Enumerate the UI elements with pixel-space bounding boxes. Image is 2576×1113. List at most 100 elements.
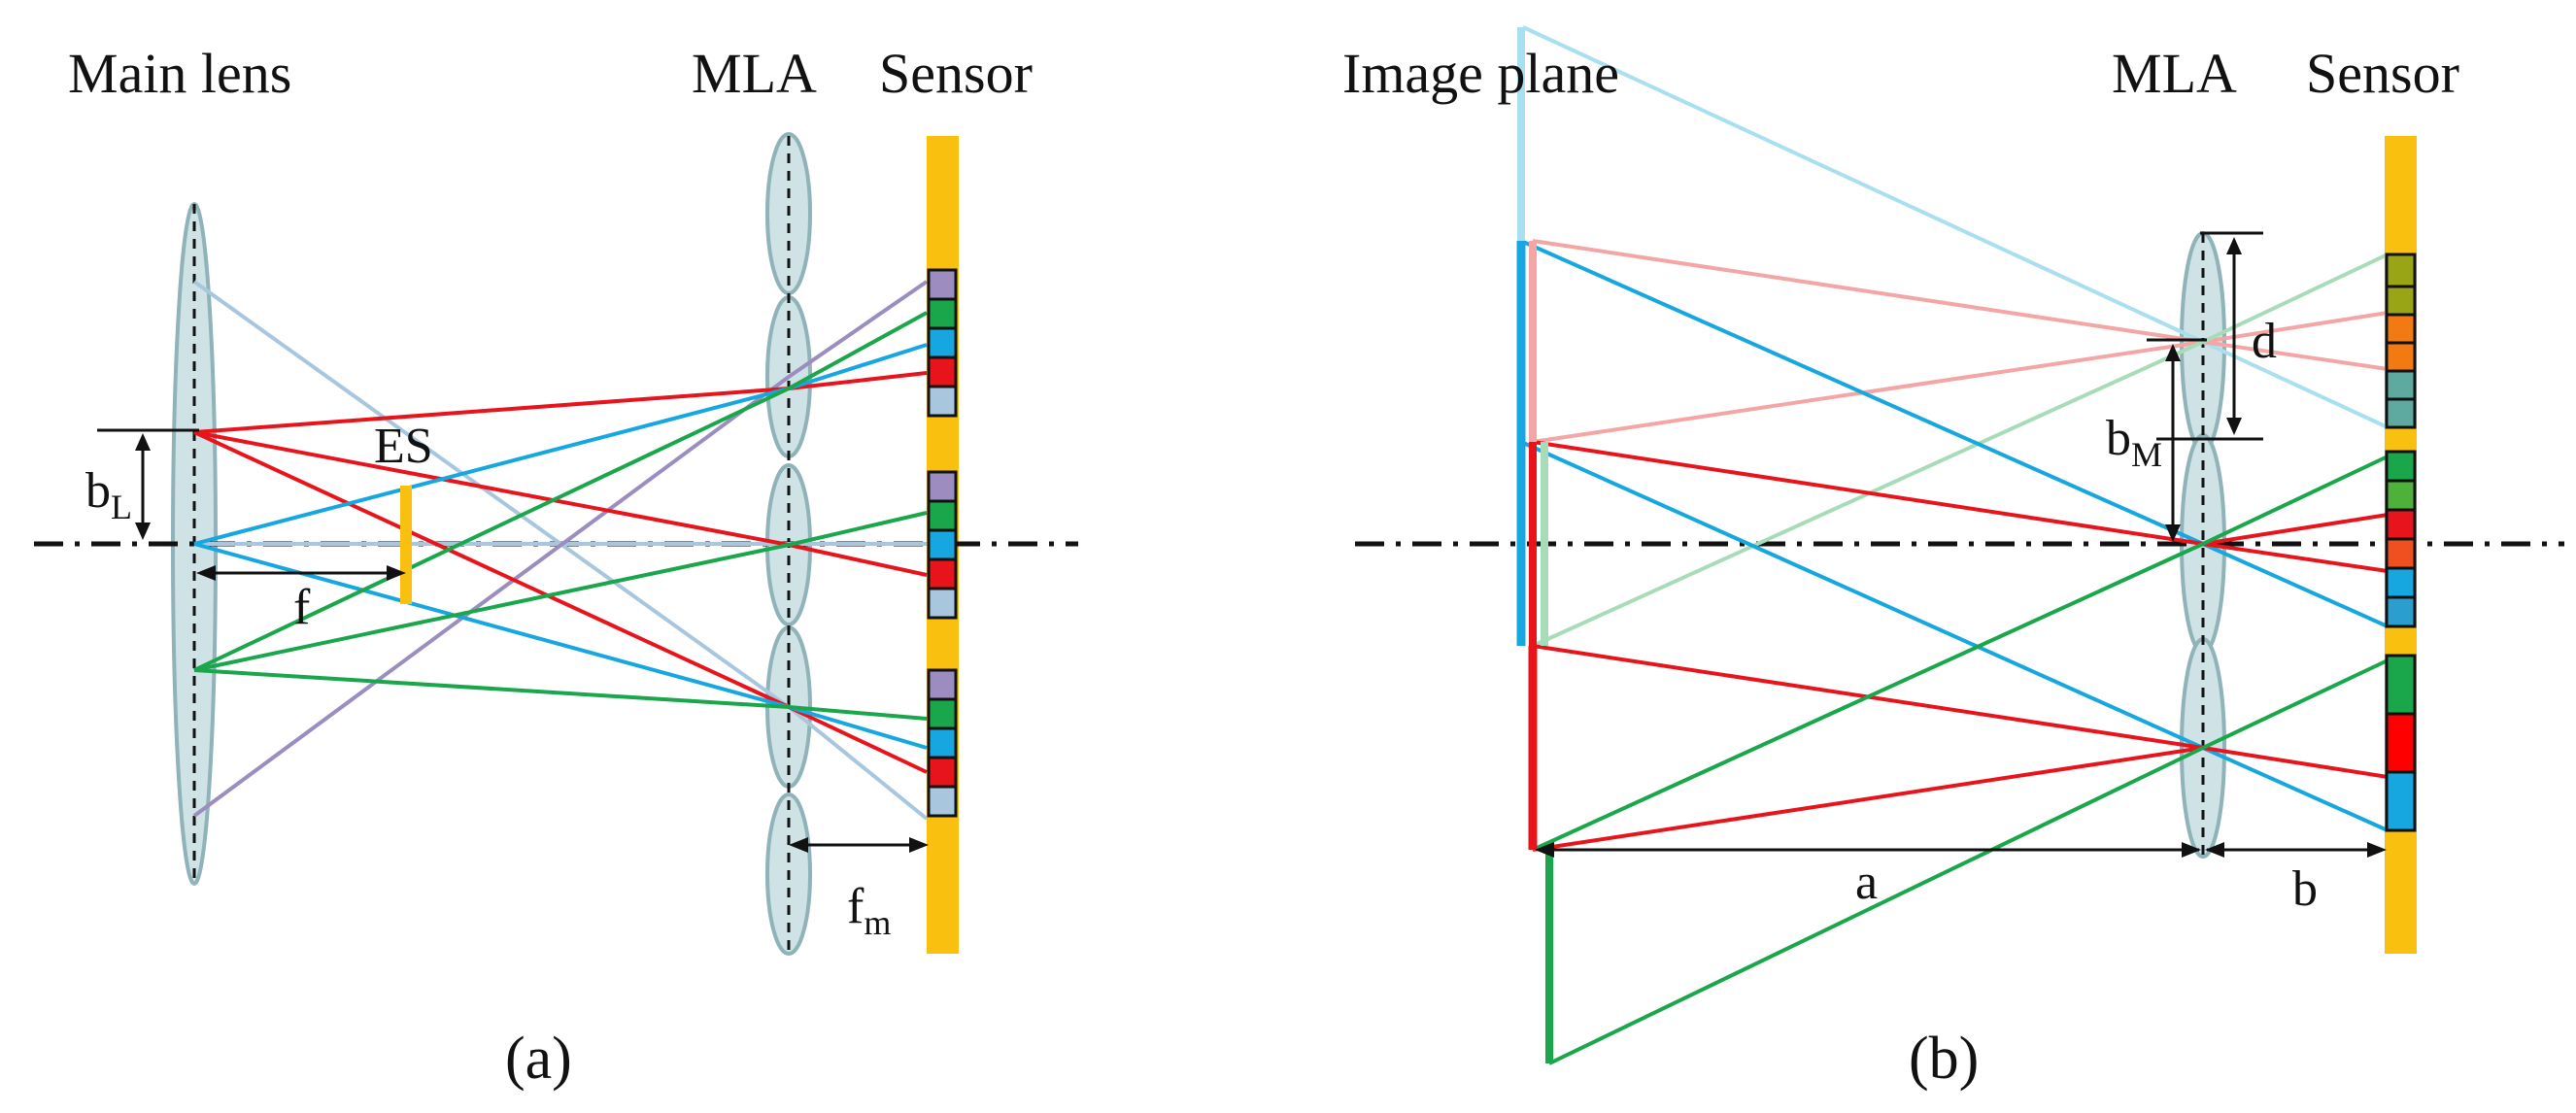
ray-blue [788, 343, 928, 390]
bM-label: bM [2106, 411, 2162, 474]
image-plane-label: Image plane [1342, 42, 1619, 105]
mla-label: MLA [2112, 42, 2237, 105]
ray-red [788, 705, 928, 774]
ray-red [1532, 440, 2204, 546]
pixel [927, 756, 958, 789]
ray-lightred [1532, 340, 2204, 444]
ray-green [1532, 542, 2204, 852]
ray-red [1532, 746, 2204, 852]
ray-blue [1520, 440, 2204, 750]
pixel [2385, 313, 2417, 345]
ray-green [788, 511, 928, 547]
pixel [927, 726, 958, 759]
ray-lightblue [192, 280, 791, 709]
ray-green [193, 668, 790, 709]
pixel-group [2385, 654, 2417, 832]
ray-paleblue [1522, 25, 2204, 344]
bL-label: bL [85, 463, 132, 526]
ray-purple [192, 375, 791, 818]
ray-purple [787, 280, 929, 379]
ray-red [2202, 542, 2389, 573]
ray-green [788, 311, 928, 390]
ray-blue [2202, 746, 2389, 832]
dimension-d [2156, 231, 2263, 441]
image-plane [1516, 27, 1553, 1063]
pixel-group [927, 268, 958, 418]
ray-red [2202, 513, 2389, 546]
ray-green [1548, 746, 2204, 1065]
ray-green [2202, 658, 2389, 750]
ray-green [788, 705, 928, 721]
ray-lightred [1532, 239, 2204, 344]
ray-blue [1520, 239, 2204, 546]
ray-blue [193, 387, 790, 546]
pixel [2385, 712, 2417, 774]
pixel-group [2385, 450, 2417, 628]
pixel [927, 297, 958, 330]
fm-label: fm [847, 879, 891, 942]
pixel [927, 785, 958, 818]
pixel-group [927, 470, 958, 620]
pixel [927, 326, 958, 359]
f-label: f [293, 580, 311, 635]
mla-label: MLA [692, 42, 817, 105]
dimension-a [1535, 842, 2201, 858]
pixel [927, 587, 958, 620]
pixel [927, 268, 958, 301]
pixel [927, 499, 958, 532]
b-dist-label: b [2292, 861, 2318, 917]
panel-a: Main lens MLA Sensor ES bL f fm (a) [34, 42, 1078, 1092]
pixel [927, 355, 958, 388]
pixel [927, 557, 958, 590]
pixel [2385, 450, 2417, 483]
pixel [2385, 341, 2417, 373]
es-label: ES [374, 419, 433, 474]
rays-b [1520, 25, 2389, 1065]
ray-red [193, 430, 790, 709]
caption-b: (b) [1909, 1026, 1979, 1092]
pixel [2385, 654, 2417, 716]
dimension-fm [789, 837, 929, 853]
ray-blue [788, 705, 928, 750]
pixel [2385, 397, 2417, 429]
ray-red [788, 543, 928, 577]
d-label: d [2252, 314, 2277, 369]
pixel [927, 668, 958, 701]
dimension-b [2205, 842, 2387, 858]
panel-b: Image plane MLA Sensor d bM a b (b) [1342, 25, 2564, 1092]
pixel-group [927, 668, 958, 818]
ray-lightblue [787, 705, 929, 821]
ray-red [2202, 746, 2389, 779]
main-lens-label: Main lens [68, 42, 291, 105]
ray-green [193, 387, 790, 672]
ray-red [788, 371, 928, 390]
pixel-group [2385, 253, 2417, 429]
ray-green [2202, 455, 2389, 546]
pixel [2385, 770, 2417, 832]
pixel [927, 470, 958, 503]
ray-blue [2202, 542, 2389, 628]
dimension-f [196, 565, 406, 581]
pixel [927, 697, 958, 730]
pixel [2385, 253, 2417, 288]
rays-a [192, 280, 929, 821]
pixel [2385, 369, 2417, 401]
sensor-label: Sensor [2306, 42, 2459, 105]
pixel [2385, 508, 2417, 541]
dimension-bL [97, 428, 199, 540]
sensor-label: Sensor [879, 42, 1033, 105]
ray-red [193, 387, 790, 434]
ray-blue [193, 542, 790, 709]
pixel [2385, 537, 2417, 570]
pixel [927, 528, 958, 561]
pixel [2385, 479, 2417, 512]
caption-a: (a) [505, 1026, 572, 1092]
pixel [2385, 566, 2417, 599]
entrance-stop [400, 486, 412, 604]
ray-green [193, 543, 790, 672]
ray-red [193, 430, 790, 547]
dimension-bM [2147, 338, 2207, 542]
pixel [927, 385, 958, 418]
pixel [2385, 595, 2417, 628]
